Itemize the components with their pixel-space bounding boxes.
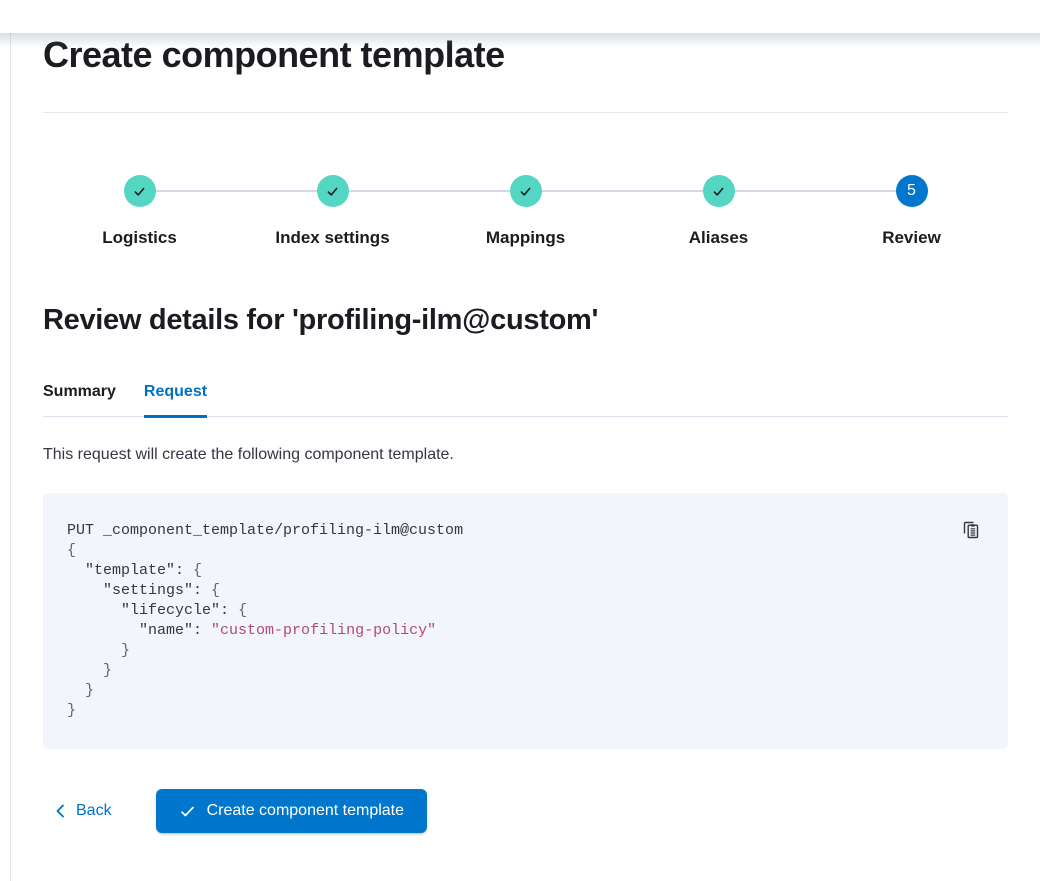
step-label: Review	[882, 228, 941, 247]
wizard-footer: Back Create component template	[43, 789, 1008, 833]
chevron-left-icon	[53, 803, 66, 819]
tab-request[interactable]: Request	[143, 383, 208, 418]
code-line: "name": "custom-profiling-policy"	[139, 622, 437, 639]
step-label: Aliases	[688, 228, 749, 247]
stepper-step-logistics[interactable]: Logistics	[43, 175, 236, 248]
request-code-block: PUT _component_template/profiling-ilm@cu…	[43, 493, 1008, 749]
step-label: Index settings	[275, 228, 390, 247]
tab-summary[interactable]: Summary	[43, 383, 116, 418]
step-check-icon	[123, 175, 156, 207]
left-page-border	[10, 33, 11, 881]
stepper-step-mappings[interactable]: Mappings	[429, 175, 622, 248]
step-check-icon	[316, 175, 349, 207]
title-divider	[43, 112, 1008, 113]
code-line: "lifecycle": {	[121, 602, 248, 619]
step-check-icon	[509, 175, 542, 207]
copy-clipboard-icon	[960, 519, 981, 543]
step-label: Logistics	[102, 228, 177, 247]
code-line: "template": {	[85, 562, 203, 579]
stepper-step-index-settings[interactable]: Index settings	[236, 175, 429, 248]
request-code-lines: PUT _component_template/profiling-ilm@cu…	[67, 521, 984, 721]
review-heading: Review details for 'profiling-ilm@custom…	[43, 304, 599, 336]
check-icon	[179, 803, 196, 820]
code-line: PUT _component_template/profiling-ilm@cu…	[67, 522, 464, 539]
create-button-label: Create component template	[206, 802, 405, 819]
code-line: "settings": {	[103, 582, 221, 599]
page-title: Create component template	[43, 34, 505, 75]
stepper-step-aliases[interactable]: Aliases	[622, 175, 815, 248]
wizard-content: Create component template Logistics Index…	[11, 33, 1040, 833]
code-line: }	[103, 662, 113, 679]
step-number: 5	[895, 175, 928, 207]
request-description: This request will create the following c…	[43, 446, 454, 463]
tab-bar: Summary Request	[43, 383, 1008, 418]
back-button-label: Back	[76, 802, 112, 819]
step-check-icon	[702, 175, 735, 207]
create-component-template-button[interactable]: Create component template	[155, 789, 428, 833]
code-line: }	[67, 702, 77, 719]
step-label: Mappings	[485, 228, 566, 247]
code-line: }	[85, 682, 95, 699]
code-line: {	[67, 542, 77, 559]
code-line: }	[121, 642, 131, 659]
back-button[interactable]: Back	[53, 802, 112, 820]
copy-to-clipboard-button[interactable]	[958, 519, 982, 543]
